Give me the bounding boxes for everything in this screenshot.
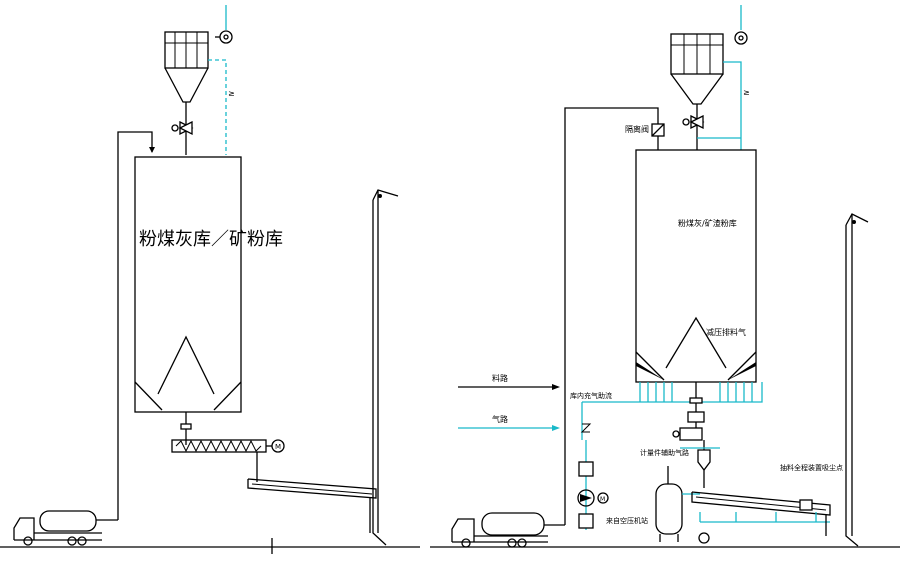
dust-collector-icon bbox=[670, 33, 724, 105]
metering-label: 计量件辅助气路 bbox=[640, 448, 689, 457]
svg-text:M: M bbox=[600, 496, 605, 503]
fluidizing-manifold: 库内充气助流 bbox=[570, 382, 763, 440]
truck-icon bbox=[451, 512, 565, 548]
left-system: ≥ 粉煤灰库／矿粉库 M bbox=[13, 5, 399, 546]
left-silo-label: 粉煤灰库／矿粉库 bbox=[139, 229, 283, 250]
left-silo: 粉煤灰库／矿粉库 bbox=[134, 156, 283, 413]
isolation-valve-label: 隔离阀 bbox=[625, 124, 649, 134]
pressure-relief-label: 减压排料气 bbox=[706, 327, 746, 337]
truck-icon bbox=[13, 510, 118, 546]
fluidizing-label: 库内充气助流 bbox=[570, 391, 612, 400]
elevator-riser bbox=[369, 189, 399, 546]
svg-text:M: M bbox=[275, 443, 281, 451]
inclined-conveyor: 抽料全程装置吸尘点 bbox=[691, 463, 843, 523]
fan-icon bbox=[734, 5, 748, 45]
air-supply: M 来自空压机站 bbox=[577, 423, 648, 530]
svg-text:≥: ≥ bbox=[743, 88, 750, 97]
right-silo-label: 粉煤灰/矿渣粉库 bbox=[678, 218, 737, 228]
fan-icon bbox=[215, 5, 233, 44]
legend: 料路 气路 bbox=[458, 373, 560, 431]
conveyor-label: 抽料全程装置吸尘点 bbox=[780, 463, 843, 472]
dust-collector-icon bbox=[164, 31, 209, 103]
elevator-riser bbox=[825, 213, 869, 547]
right-silo: 粉煤灰/矿渣粉库 减压排料气 bbox=[635, 149, 757, 383]
legend-material-label: 料路 bbox=[492, 373, 508, 383]
valve-icon bbox=[171, 120, 194, 136]
valve-icon bbox=[682, 114, 705, 130]
inclined-conveyor bbox=[247, 478, 377, 499]
isolation-valve bbox=[651, 123, 665, 137]
air-tank-icon bbox=[655, 466, 710, 544]
air-source-label: 来自空压机站 bbox=[606, 516, 648, 525]
motor-icon: M bbox=[266, 439, 285, 453]
right-system: ≥ 隔离阀 粉煤灰/矿渣粉库 减压排料气 bbox=[451, 5, 869, 548]
check-mark-glyph: ≥ bbox=[228, 89, 235, 98]
legend-gas-label: 气路 bbox=[492, 414, 508, 424]
